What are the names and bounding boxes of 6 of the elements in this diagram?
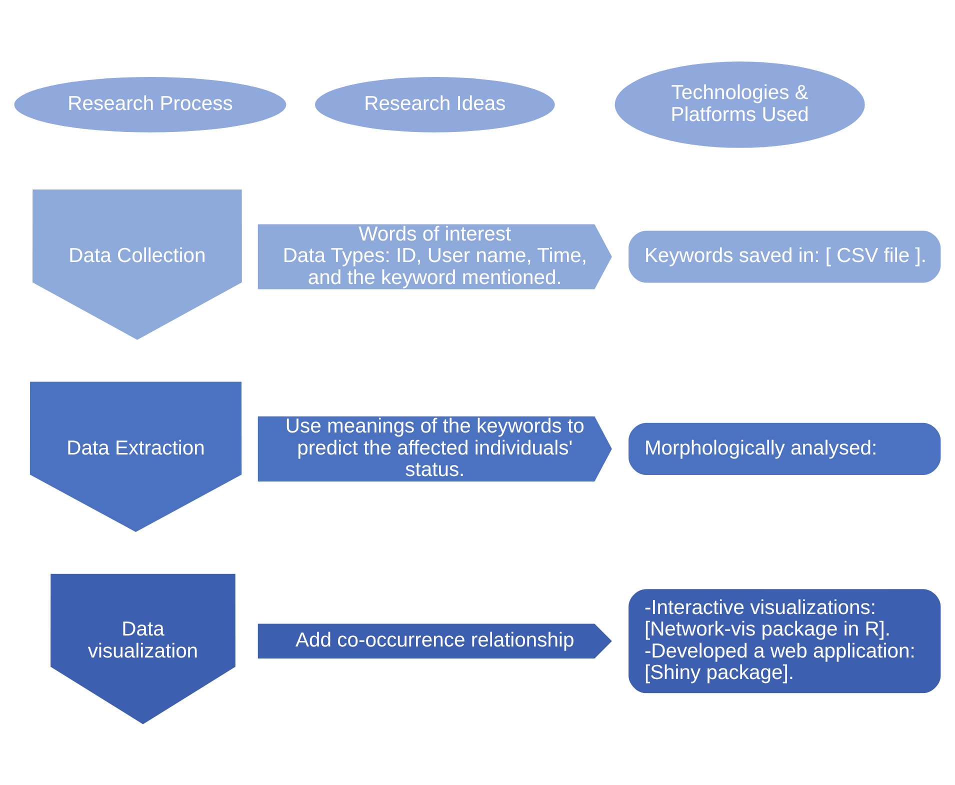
node-ellipse: Research Ideas <box>315 76 555 132</box>
node-ellipse: Research Process <box>14 76 286 132</box>
node-box: Keywords saved in: [ CSV file ]. <box>628 230 941 282</box>
node-box: -Interactive visualizations: [Network-vis package in R]. -Developed a web application: [Shiny package]. <box>628 588 941 693</box>
node-ellipse: Technologies & Platforms Used <box>614 61 865 148</box>
node-box: Morphologically analysed: <box>628 422 941 474</box>
